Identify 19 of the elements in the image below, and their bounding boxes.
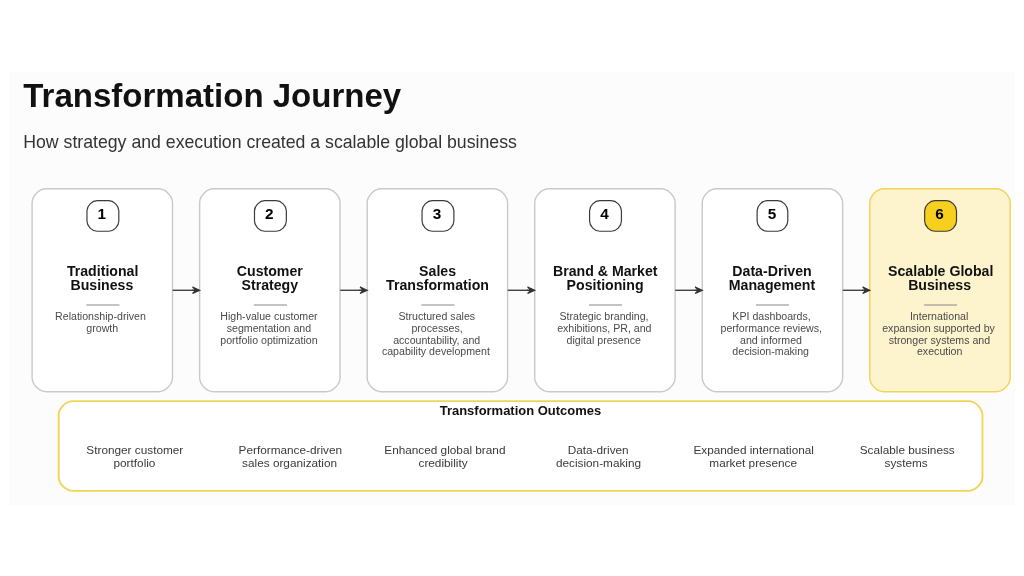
- arrow: [842, 285, 871, 294]
- node-text: Enhanced global brand credibility: [384, 442, 506, 469]
- node-box: 3 Sales Transformation Structured sales processes, accountability, and capability development: [366, 187, 509, 392]
- node-text: Expanded international market presence: [693, 442, 814, 469]
- node-text: Stronger customer portfolio: [86, 442, 184, 469]
- arrow: [507, 285, 536, 294]
- node-text: Data-driven decision-making: [555, 442, 642, 469]
- arrow: [674, 285, 703, 294]
- node-box: 4 Brand & Market Positioning Strategic branding, exhibitions, PR, and digital presence: [534, 187, 676, 392]
- node-box: 2 Customer Strategy High-value customer segmentation and portfolio optimization: [198, 187, 341, 392]
- label: How strategy and execution created a scalable global business: [23, 131, 517, 152]
- node-box: 6 Scalable Global Business International expansion supported by stronger systems and execution: [869, 187, 1011, 392]
- arrow: [172, 285, 201, 294]
- arrow: [339, 285, 368, 294]
- node-text: Scalable business systems: [859, 442, 955, 469]
- node-text: Performance-driven sales organization: [238, 442, 343, 469]
- diagram-title: Transformation Journey: [23, 76, 402, 114]
- node-box: 1 Traditional Business Relationship-driven growth: [31, 187, 174, 392]
- node-box: 5 Data-Driven Management KPI dashboards, performance reviews, and informed decision-making: [701, 187, 844, 392]
